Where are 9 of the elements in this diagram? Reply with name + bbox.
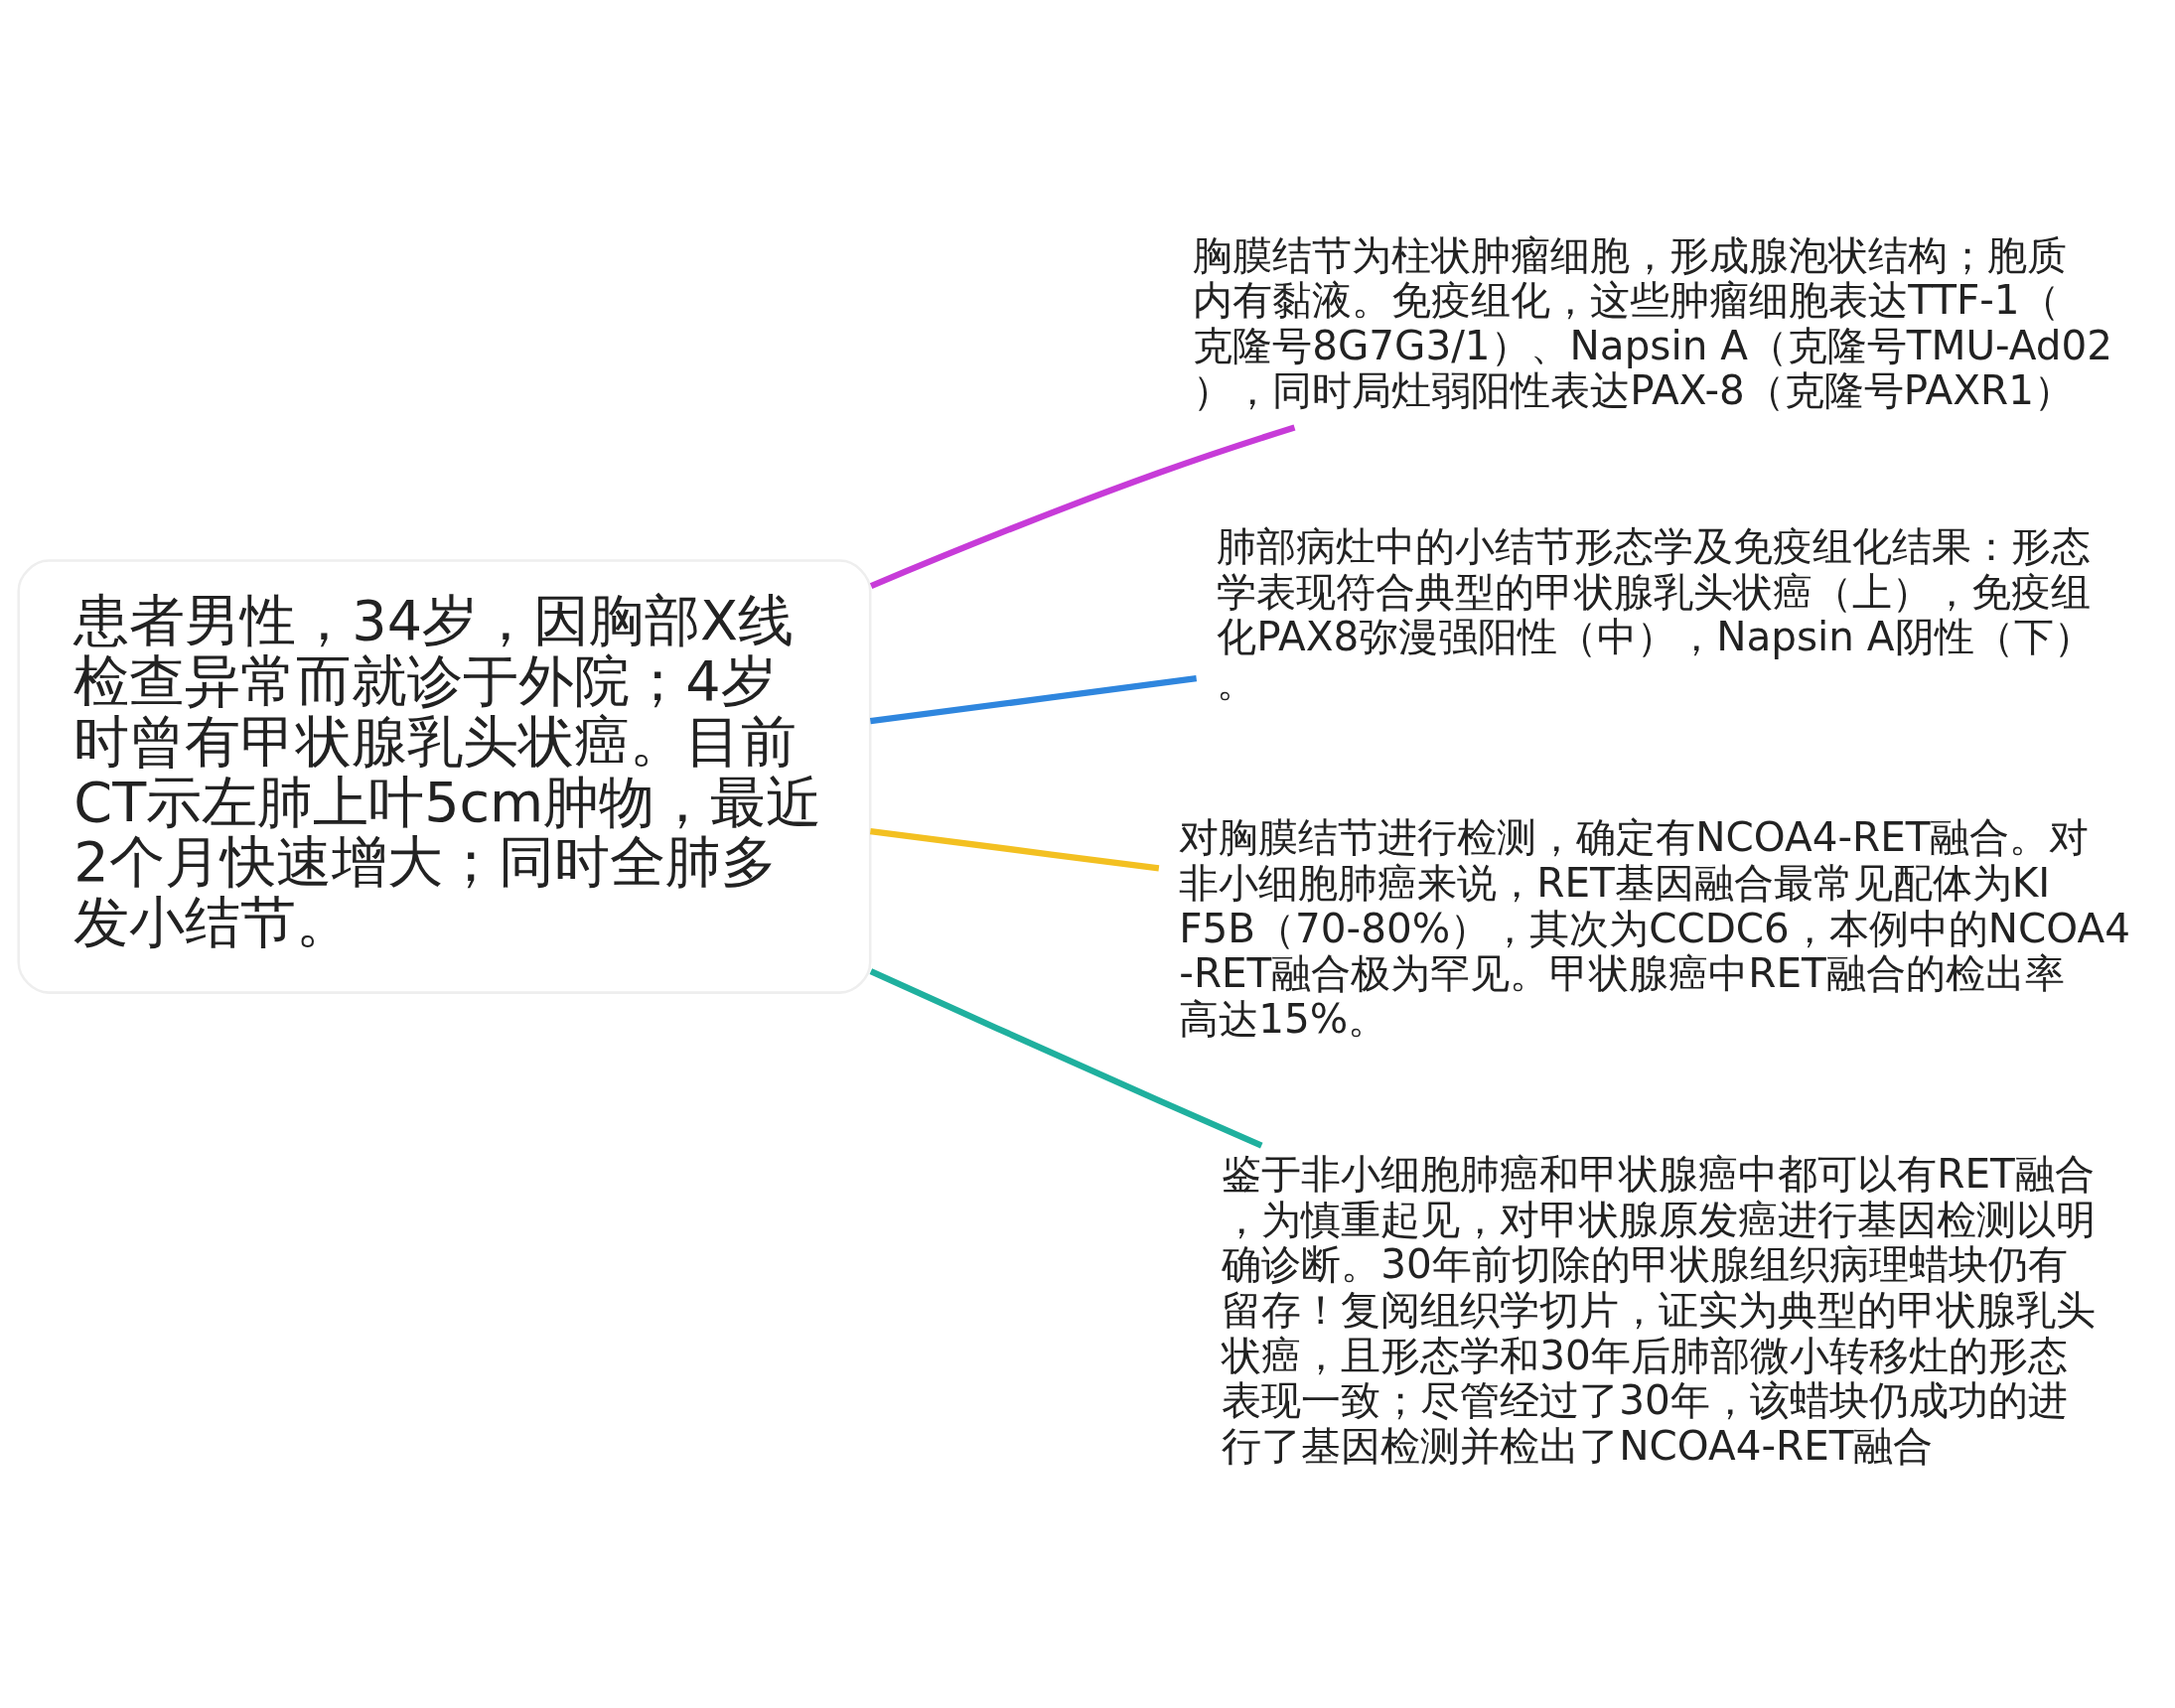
node-text: 对胸膜结节进行检测，确定有NCOA4-RET融合。对非小细胞肺癌来说，RET基因融合最常见配体为KIF5B（70-80%），其次为CCDC6，本例中的NCOA4-RET融合极为罕见。甲状腺癌中RET融合的检出率高达15%。 xyxy=(1179,812,2130,1043)
connector xyxy=(869,423,1296,589)
connector xyxy=(869,674,1198,724)
node-text: 鉴于非小细胞肺癌和甲状腺癌中都可以有RET融合，为慎重起见，对甲状腺原发癌进行基因检测以明确诊断。30年前切除的甲状腺组织病理蜡块仍有留存！复阅组织学切片，证实为典型的甲状腺乳头状癌，且形态学和30年后肺部微小转移灶的形态表现一致；尽管经过了30年，该蜡块仍成功的进行了基因检测并检出了NCOA4-RET融合 xyxy=(1222,1149,2097,1470)
connector xyxy=(869,827,1160,872)
connector xyxy=(869,967,1263,1149)
node-text: 肺部病灶中的小结节形态学及免疫组化结果：形态学表现符合典型的甲状腺乳头状癌（上），免疫组化PAX8弥漫强阳性（中），Napsin A阴性（下）。 xyxy=(1217,521,2094,706)
node-text: 胸膜结节为柱状肿瘤细胞，形成腺泡状结构；胞质内有黏液。免疫组化，这些肿瘤细胞表达TTF-1（克隆号8G7G3/1）、Napsin A（克隆号TMU-Ad02），同时局灶弱阳性表达PAX-8（克隆号PAXR1） xyxy=(1193,230,2113,414)
node-box: 患者男性，34岁，因胸部X线检查异常而就诊于外院；4岁时曾有甲状腺乳头状癌。目前CT示左肺上叶5cm肿物，最近2个月快速增大；同时全肺多发小结节。 xyxy=(17,558,872,994)
